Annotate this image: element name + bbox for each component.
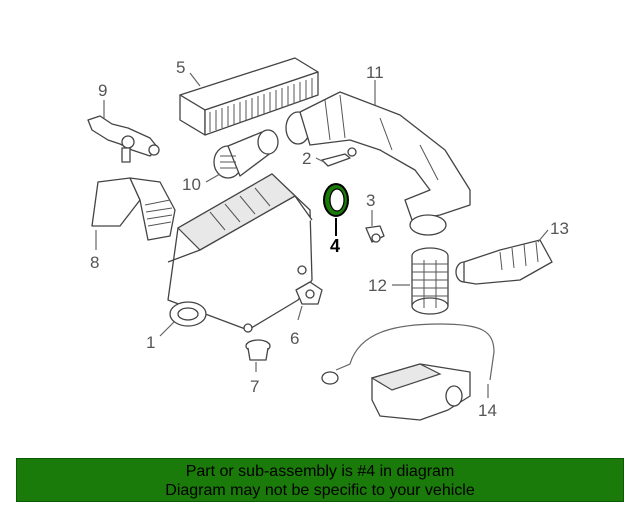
label-5: 5 bbox=[176, 58, 185, 77]
part-3-fitting[interactable] bbox=[365, 225, 385, 243]
label-13: 13 bbox=[550, 219, 569, 238]
leader-10 bbox=[205, 173, 221, 183]
part-6-mount[interactable] bbox=[295, 281, 323, 305]
banner-line-1: Part or sub-assembly is #4 in diagram bbox=[185, 463, 455, 480]
parts-diagram: 5 9 10 11 2 4 3 bbox=[87, 57, 569, 421]
label-8: 8 bbox=[90, 253, 99, 272]
part-13-resonator[interactable] bbox=[455, 239, 553, 285]
part-2-clip[interactable] bbox=[321, 147, 357, 167]
part-14-housing-cable[interactable] bbox=[321, 323, 495, 421]
part-9-bracket[interactable] bbox=[87, 115, 160, 163]
label-6: 6 bbox=[290, 329, 299, 348]
part-4-seal-ring[interactable] bbox=[323, 183, 349, 217]
label-12: 12 bbox=[368, 276, 387, 295]
part-12-hose[interactable] bbox=[411, 247, 449, 315]
part-11-intake-duct[interactable] bbox=[285, 91, 471, 236]
part-7-grommet[interactable] bbox=[245, 339, 271, 361]
label-2: 2 bbox=[302, 149, 311, 168]
label-7: 7 bbox=[250, 377, 259, 396]
info-banner: Part or sub-assembly is #4 in diagram Di… bbox=[16, 458, 624, 502]
label-3: 3 bbox=[366, 191, 375, 210]
label-4: 4 bbox=[330, 236, 340, 256]
part-5-air-filter[interactable] bbox=[179, 57, 319, 136]
banner-line-2: Diagram may not be specific to your vehi… bbox=[165, 482, 475, 499]
label-10: 10 bbox=[182, 175, 201, 194]
part-1-air-cleaner-housing[interactable] bbox=[167, 173, 313, 333]
label-9: 9 bbox=[98, 81, 107, 100]
leader-13 bbox=[537, 229, 549, 243]
label-11: 11 bbox=[366, 63, 384, 82]
leader-6 bbox=[297, 305, 303, 321]
leader-5 bbox=[189, 72, 201, 87]
label-1: 1 bbox=[146, 333, 155, 352]
label-14: 14 bbox=[478, 401, 497, 420]
leader-1 bbox=[159, 321, 175, 337]
part-10-maf-sensor[interactable] bbox=[213, 129, 279, 179]
part-8-snorkel[interactable] bbox=[91, 177, 176, 241]
leader-2 bbox=[315, 157, 325, 163]
